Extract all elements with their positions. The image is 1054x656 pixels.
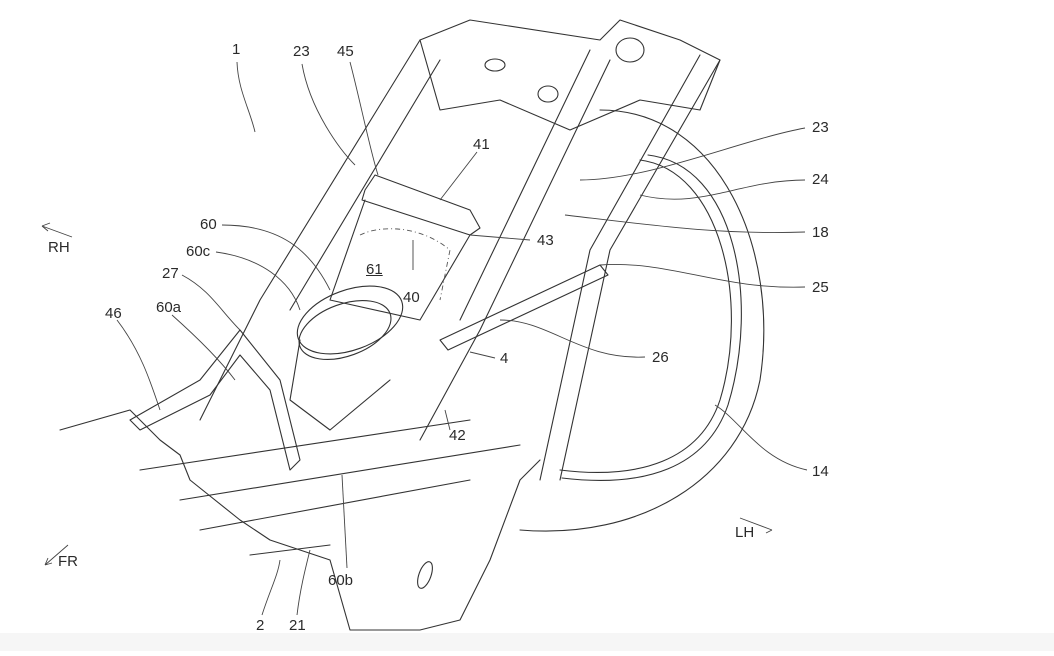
duct-ring-inner [298,300,392,360]
bent-pipe [129,329,301,471]
ref-label-42: 42 [449,427,466,444]
frame-rail-far [559,59,721,481]
leader-41 [439,151,478,201]
ref-label-41: 41 [473,136,490,153]
frame-rail-left-2 [289,59,441,311]
leader-60 [221,224,331,291]
ref-label-46: 46 [105,305,122,322]
frame-rail-right [419,59,611,441]
direction-label-rh: RH [48,239,70,256]
ref-label-23-right: 23 [812,119,829,136]
ref-label-25: 25 [812,279,829,296]
duct-ring [296,285,404,355]
leader-46 [116,319,161,411]
ref-label-14: 14 [812,463,829,480]
mount-hole-1 [484,58,506,72]
leader-21 [296,549,311,616]
leader-23b [579,127,806,181]
top-cross-plate [419,19,721,131]
ref-label-18: 18 [812,224,829,241]
leader-1 [236,61,256,133]
ref-label-21: 21 [289,617,306,634]
lower-body [59,409,541,631]
leader-43 [469,234,531,241]
rear-wheel-inner-2 [561,154,742,481]
leader-25 [599,263,806,288]
leader-42 [444,409,451,431]
leader-60a [171,314,236,381]
ref-label-60b: 60b [328,572,354,589]
cross-tube [439,264,609,351]
direction-label-lh: LH [735,524,755,541]
ref-label-24: 24 [812,171,829,188]
frame-rail-right-2 [459,49,591,321]
ref-label-4: 4 [500,350,509,367]
lower-body-line-3 [199,479,471,531]
leader-2 [261,559,281,616]
ref-label-45: 45 [337,43,354,60]
ref-label-61: 61 [366,261,383,278]
ref-label-27: 27 [162,265,179,282]
ref-label-1: 1 [232,41,241,58]
rear-wheel-inner [559,159,732,473]
lh-arrow [739,517,773,534]
ref-label-60c: 60c [186,243,211,260]
ref-label-26: 26 [652,349,669,366]
frame-rail-left [199,39,421,421]
leader-26 [499,319,646,358]
lower-bolt [417,561,433,589]
grommet [615,37,645,63]
leader-60c [215,251,301,311]
lower-body-line-2 [179,444,521,501]
leader-18 [564,214,806,233]
battery-box-lid [361,174,481,236]
fr-arrow [44,544,69,566]
leader-60b [341,474,348,569]
leader-27 [181,274,241,331]
rear-wheel-outer [519,109,765,532]
battery-outline [359,228,451,301]
lower-body-line-4 [249,544,331,556]
ref-label-60: 60 [200,216,217,233]
leader-14 [714,404,808,471]
frame-rail-far-2 [539,54,701,481]
leader-23a [301,63,356,166]
ref-label-40: 40 [403,289,420,306]
leader-4 [469,351,496,359]
ref-label-60a: 60a [156,299,182,316]
leader-45 [349,61,379,176]
bottom-bar [0,633,1054,651]
lower-body-line-1 [139,419,471,471]
ref-label-23: 23 [293,43,310,60]
ref-label-43: 43 [537,232,554,249]
leader-24 [639,179,806,200]
duct-body [289,339,391,431]
mount-hole-2 [537,85,559,103]
rh-arrow [41,222,73,238]
ref-label-2: 2 [256,617,265,634]
battery-box-body [329,199,471,321]
direction-label-fr: FR [58,553,78,570]
